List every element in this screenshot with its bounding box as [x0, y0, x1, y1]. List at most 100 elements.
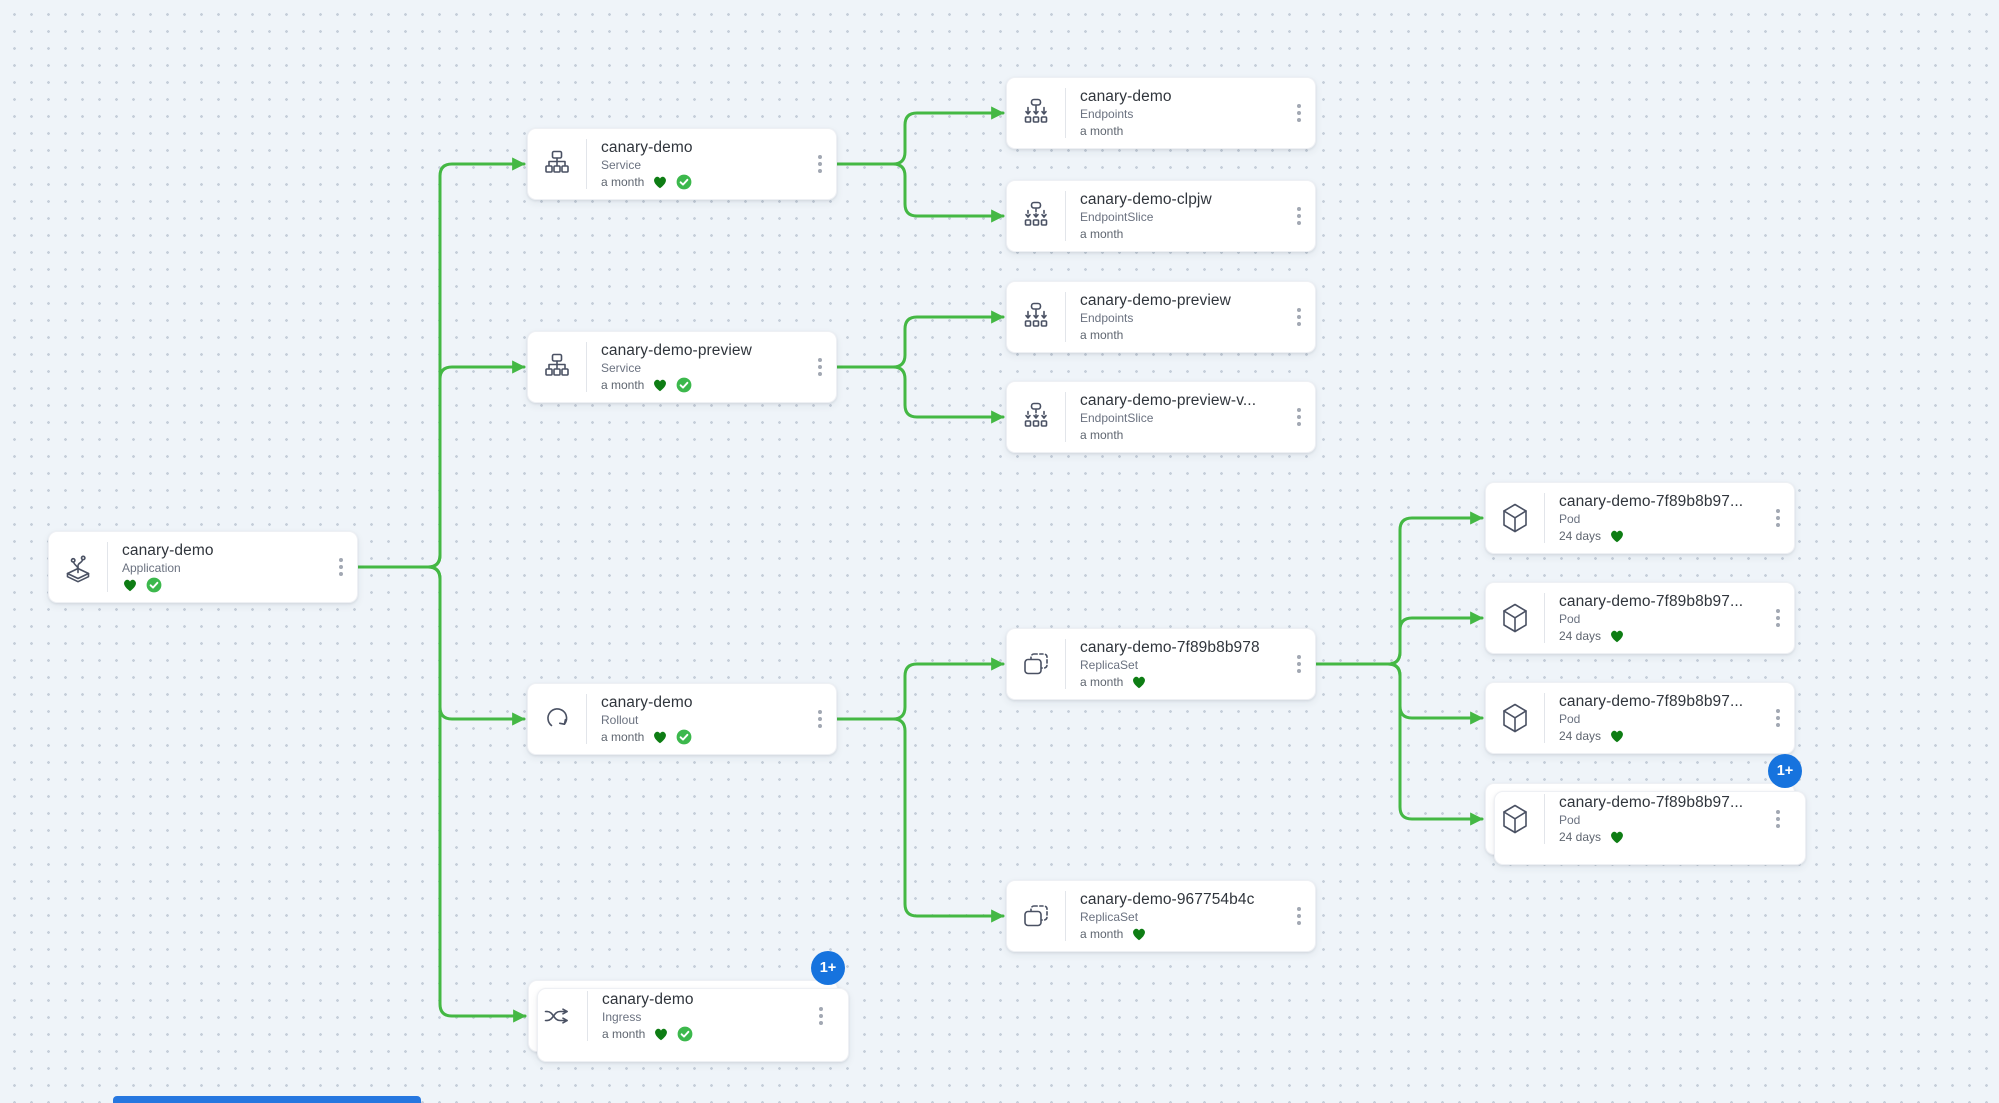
horizontal-scrollbar[interactable]	[113, 1096, 421, 1103]
kebab-menu-button[interactable]	[1291, 649, 1307, 679]
card-divider	[586, 139, 587, 189]
edge-svc1-to-eps1	[835, 162, 1005, 223]
resource-name: canary-demo	[601, 694, 693, 711]
count-badge[interactable]: 1+	[1768, 754, 1802, 788]
kebab-menu-button[interactable]	[812, 352, 828, 382]
edge-svc1-to-ep1	[835, 106, 1005, 166]
resource-age: a month	[1080, 927, 1124, 941]
resource-name: canary-demo	[122, 542, 214, 559]
edge-rs1-to-pod3	[1314, 662, 1484, 725]
resource-age: a month	[1080, 124, 1124, 138]
edge-rollout-to-rs2	[835, 717, 1005, 923]
kebab-menu-button[interactable]	[1291, 302, 1307, 332]
resource-meta: 24 days	[1559, 728, 1768, 744]
resource-meta: a month	[1080, 427, 1289, 443]
kebab-menu-button[interactable]	[1291, 402, 1307, 432]
resource-meta: 24 days	[1559, 528, 1768, 544]
resource-kind: Service	[601, 361, 642, 375]
card-divider	[1544, 493, 1545, 543]
card-divider	[1544, 693, 1545, 743]
edge-rollout-to-rs1	[835, 657, 1005, 721]
kebab-menu-button[interactable]	[1291, 98, 1307, 128]
card-divider	[586, 694, 587, 744]
rollout-icon	[528, 701, 586, 737]
resource-age: a month	[602, 1027, 646, 1041]
kebab-menu-button[interactable]	[1291, 201, 1307, 231]
resource-name: canary-demo-7f89b8b978	[1080, 639, 1260, 656]
resource-name: canary-demo-preview	[1080, 292, 1231, 309]
kebab-menu-button[interactable]	[812, 149, 828, 179]
sync-synced-icon	[676, 174, 692, 190]
resource-name: canary-demo	[602, 991, 694, 1008]
health-healthy-icon	[1611, 831, 1623, 844]
health-healthy-icon	[1133, 676, 1146, 689]
endpoints-icon	[1007, 299, 1065, 335]
resource-meta	[122, 577, 331, 593]
edge-app-to-rollout	[356, 565, 526, 726]
pod-icon	[1486, 700, 1544, 736]
replicaset-icon	[1007, 646, 1065, 682]
kebab-menu-button[interactable]	[1291, 901, 1307, 931]
resource-kind: Pod	[1559, 712, 1581, 726]
resource-meta: a month	[601, 729, 810, 745]
resource-meta: a month	[602, 1026, 811, 1042]
resource-meta: a month	[1080, 226, 1289, 242]
sync-synced-icon	[677, 1026, 693, 1042]
health-healthy-icon	[1611, 530, 1623, 543]
card-divider	[1065, 88, 1066, 138]
card-divider	[1065, 191, 1066, 241]
resource-meta: a month	[1080, 327, 1289, 343]
edge-app-to-svc2	[356, 360, 526, 569]
health-healthy-icon	[655, 1028, 668, 1041]
health-healthy-icon	[124, 579, 136, 592]
kebab-menu-button[interactable]	[812, 704, 828, 734]
card-divider	[1065, 392, 1066, 442]
edge-rs1-to-pod2	[1314, 611, 1484, 666]
kebab-menu-button[interactable]	[1770, 703, 1786, 733]
edge-app-to-ingress	[356, 565, 527, 1023]
count-badge[interactable]: 1+	[811, 951, 845, 985]
endpoints-icon	[1007, 95, 1065, 131]
resource-meta: a month	[601, 174, 810, 190]
kebab-menu-button[interactable]	[813, 1001, 829, 1031]
edge-rs1-to-pod4	[1314, 662, 1484, 826]
resource-meta: a month	[601, 377, 810, 393]
resource-kind: Endpoints	[1080, 107, 1134, 121]
kebab-menu-button[interactable]	[1770, 603, 1786, 633]
resource-kind: EndpointSlice	[1080, 411, 1154, 425]
pod-icon	[1486, 600, 1544, 636]
edge-app-to-svc1	[356, 157, 526, 569]
resource-age: a month	[601, 378, 645, 392]
resource-kind: Pod	[1559, 512, 1581, 526]
kebab-menu-button[interactable]	[1770, 503, 1786, 533]
resource-kind: Pod	[1559, 813, 1581, 827]
pod-icon	[1486, 801, 1544, 837]
resource-age: 24 days	[1559, 629, 1602, 643]
ingress-icon	[529, 998, 587, 1034]
kebab-menu-button[interactable]	[1770, 804, 1786, 834]
resource-age: a month	[1080, 675, 1124, 689]
resource-kind: Service	[601, 158, 642, 172]
kebab-menu-button[interactable]	[333, 552, 349, 582]
